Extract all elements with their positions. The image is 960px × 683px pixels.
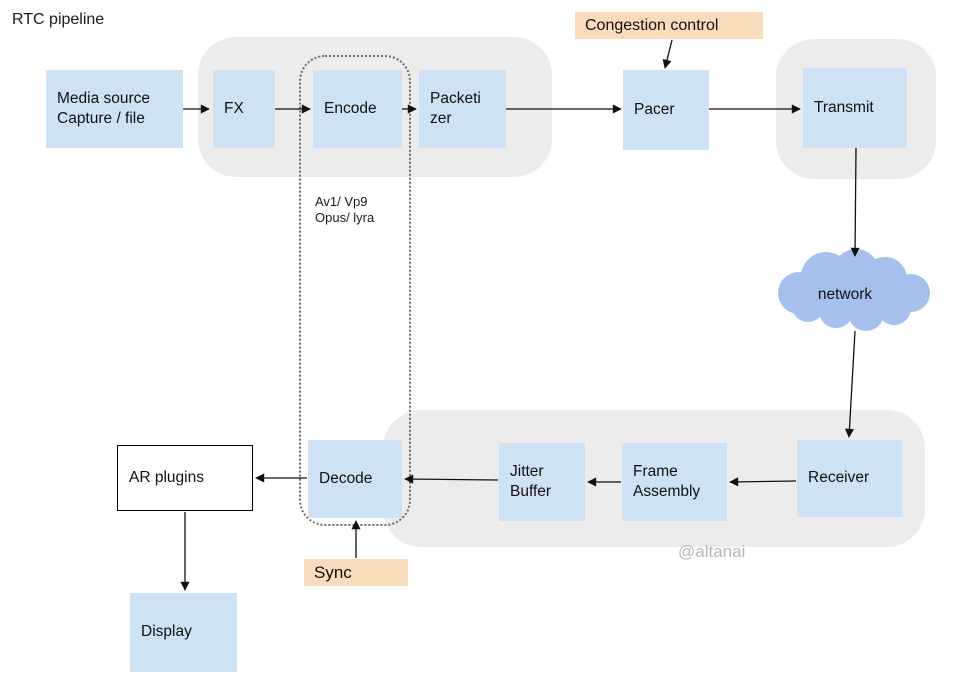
node-pacer: Pacer — [623, 70, 709, 150]
node-frame-assembly: Frame Assembly — [622, 443, 727, 521]
sync-label: Sync — [304, 559, 408, 586]
watermark-text: @altanai — [678, 542, 746, 561]
node-receiver: Receiver — [797, 440, 902, 517]
codec-note: Av1/ Vp9 Opus/ lyra — [315, 194, 375, 226]
node-packetizer: Packeti zer — [419, 70, 506, 148]
congestion-control-label: Congestion control — [575, 12, 763, 39]
node-media-source: Media source Capture / file — [46, 70, 183, 148]
node-ar-plugins: AR plugins — [117, 445, 253, 511]
network-cloud: network — [778, 249, 930, 331]
node-display: Display — [130, 593, 237, 672]
node-decode: Decode — [308, 440, 402, 518]
diagram-title: RTC pipeline — [12, 11, 105, 28]
node-transmit: Transmit — [803, 68, 907, 148]
network-cloud-label: network — [818, 286, 873, 303]
node-fx: FX — [213, 70, 275, 148]
arrow-congestion-to-pacer — [662, 39, 673, 69]
node-encode: Encode — [313, 70, 402, 148]
node-jitter-buffer: Jitter Buffer — [499, 443, 585, 521]
